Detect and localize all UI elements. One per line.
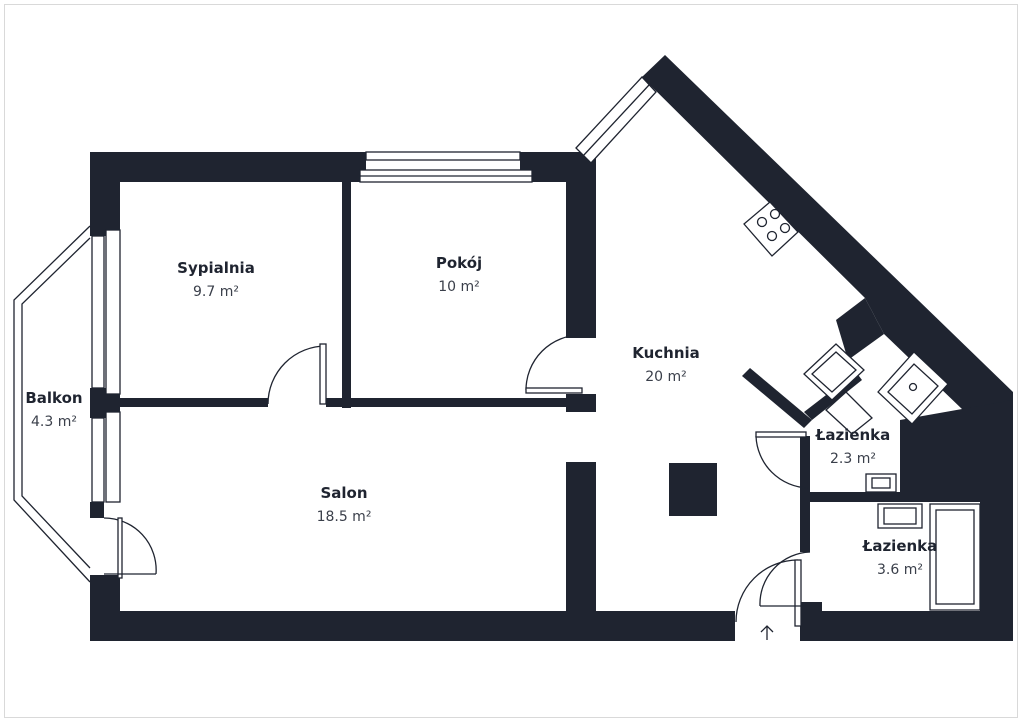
- wall: [836, 298, 884, 360]
- window: [365, 151, 521, 161]
- door-leaf: [755, 431, 807, 438]
- wall: [90, 152, 366, 182]
- room-label-pokoj: Pokój 10 m²: [436, 254, 482, 295]
- wall: [742, 368, 812, 428]
- washbasin: [865, 473, 897, 493]
- wall: [326, 398, 570, 407]
- room-area: 20 m²: [645, 369, 687, 385]
- stove-icon: [743, 201, 799, 257]
- room-name: Kuchnia: [632, 344, 700, 362]
- room-label-sypialnia: Sypialnia 9.7 m²: [177, 259, 255, 300]
- shower-tray: [935, 509, 975, 605]
- entrance-arrow-icon: [760, 625, 774, 640]
- wall: [800, 492, 1013, 502]
- wall: [342, 182, 351, 408]
- window: [91, 417, 105, 503]
- room-area: 18.5 m²: [317, 509, 372, 525]
- door-leaf: [525, 387, 583, 394]
- room-area: 10 m²: [438, 279, 480, 295]
- window-pane: [582, 84, 650, 157]
- room-label-balkon: Balkon 4.3 m²: [25, 389, 82, 430]
- room-name: Pokój: [436, 254, 482, 272]
- room-area: 2.3 m²: [830, 451, 876, 467]
- room-label-salon: Salon 18.5 m²: [317, 484, 372, 525]
- door-swing: [735, 559, 799, 623]
- room-name: Sypialnia: [177, 259, 255, 277]
- wall: [566, 162, 596, 338]
- door-swing: [755, 435, 809, 489]
- wall: [642, 55, 1013, 502]
- shower: [929, 503, 981, 611]
- room-name: Łazienka: [862, 537, 938, 555]
- room-label-kuchnia: Kuchnia 20 m²: [632, 344, 700, 385]
- window: [105, 229, 121, 395]
- window: [91, 235, 105, 389]
- room-label-lazienka-small: Łazienka 2.3 m²: [815, 426, 891, 467]
- door-swing: [525, 334, 582, 391]
- door-leaf: [117, 517, 123, 579]
- room-label-lazienka-large: Łazienka 3.6 m²: [862, 537, 938, 578]
- door-swing: [759, 551, 811, 607]
- wall: [800, 611, 1013, 641]
- door-swing: [103, 517, 157, 575]
- windows: [91, 76, 657, 503]
- sink-icon: [803, 343, 865, 401]
- doors: [103, 334, 822, 627]
- door-leaf: [319, 343, 327, 405]
- washbasin-bowl: [871, 477, 891, 489]
- wall: [90, 502, 104, 518]
- wall: [800, 492, 810, 552]
- balcony-outline: [13, 225, 91, 583]
- room-area: 4.3 m²: [31, 414, 77, 430]
- door-swing: [267, 345, 327, 405]
- room-name: Salon: [320, 484, 367, 502]
- plan-frame: [4, 4, 1018, 718]
- wall: [800, 436, 810, 494]
- room-area: 3.6 m²: [877, 562, 923, 578]
- wall: [900, 400, 1013, 502]
- wall: [120, 398, 268, 407]
- room-area: 9.7 m²: [193, 284, 239, 300]
- wall: [566, 462, 596, 611]
- wall: [90, 611, 735, 641]
- walls: [90, 55, 1013, 641]
- wall: [800, 602, 822, 614]
- room-name: Łazienka: [815, 426, 891, 444]
- balcony-outline: [21, 237, 91, 569]
- room-name: Balkon: [25, 389, 82, 407]
- washbasin-bowl: [883, 507, 917, 525]
- toilet-icon: [825, 391, 873, 435]
- door-leaf: [794, 559, 802, 627]
- window: [105, 411, 121, 503]
- sink-icon: [877, 351, 949, 425]
- wall: [566, 394, 596, 412]
- column: [669, 463, 717, 516]
